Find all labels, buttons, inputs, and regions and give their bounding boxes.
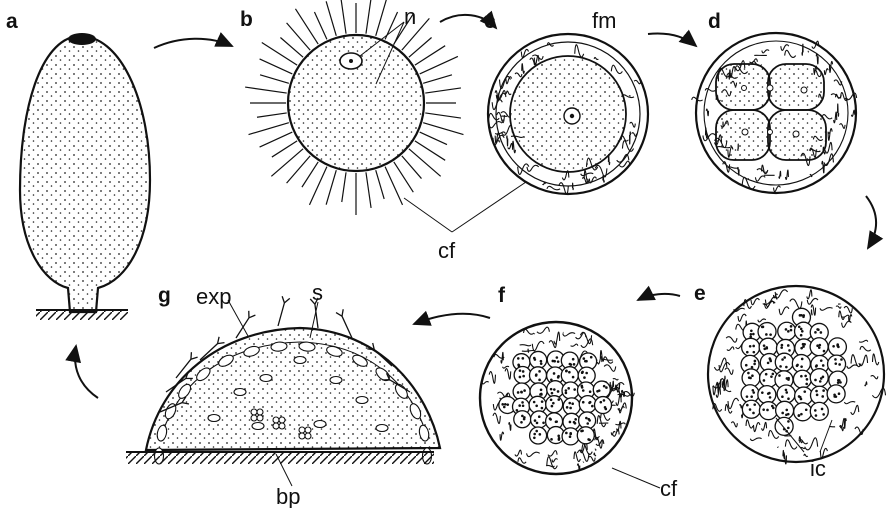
apical-cap bbox=[68, 33, 96, 45]
arrow-d-to-e bbox=[866, 196, 876, 248]
panel-e-multicellular-sphere bbox=[708, 286, 886, 464]
arrow-f-to-g bbox=[414, 314, 490, 324]
label-fm: fm bbox=[592, 8, 616, 33]
panel-letter-a: a bbox=[6, 10, 18, 33]
panel-f-embryo bbox=[480, 322, 634, 474]
panel-c-encapsulated-cell bbox=[488, 34, 648, 194]
panel-a-gemmule bbox=[20, 33, 150, 320]
arrow-g-to-a bbox=[75, 346, 98, 398]
panel-letter-d: d bbox=[708, 10, 721, 33]
panel-letter-f: f bbox=[498, 284, 506, 307]
label-exp: exp bbox=[196, 284, 231, 309]
panel-letter-e: e bbox=[694, 282, 706, 305]
label-bp: bp bbox=[276, 484, 300, 508]
panel-letter-g: g bbox=[158, 284, 171, 307]
panel-b-ciliated-cell bbox=[245, 0, 463, 215]
panel-g-settled-sponge bbox=[126, 296, 440, 464]
panel-letter-b: b bbox=[240, 8, 253, 31]
label-ic: ic bbox=[810, 456, 826, 481]
arrow-e-to-f bbox=[638, 294, 680, 300]
panel-d-four-cell-stage bbox=[692, 33, 857, 193]
arrow-c-to-d bbox=[648, 34, 696, 47]
label-cf-lower: cf bbox=[660, 476, 678, 501]
label-s: s bbox=[312, 280, 323, 305]
label-cf-upper: cf bbox=[438, 238, 456, 263]
arrow-a-to-b bbox=[154, 39, 232, 48]
label-n: n bbox=[404, 4, 416, 29]
